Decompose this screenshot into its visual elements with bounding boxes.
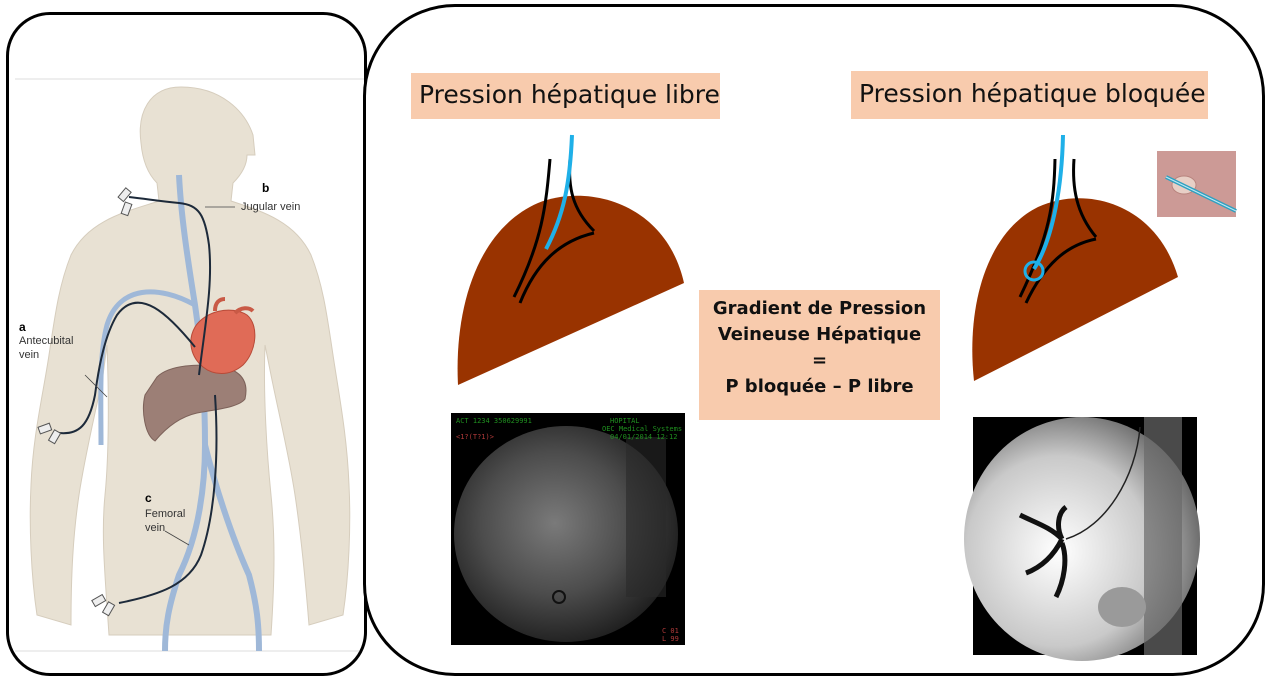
svg-text:L 99: L 99 [662,635,679,643]
balloon-catheter-photo [1157,151,1236,217]
gradient-line-4: P bloquée – P libre [699,374,940,400]
svg-text:C 01: C 01 [662,627,679,635]
jugular-vein-label: Jugular vein [241,201,300,213]
liver-wedged [972,198,1178,381]
label-a: a [19,320,26,334]
svg-text:ACT 1234 350629991: ACT 1234 350629991 [456,417,532,425]
label-b: b [262,181,269,195]
xray-wedged-image [964,417,1200,661]
svg-text:HOPITAL: HOPITAL [610,417,640,425]
anatomy-panel: b Jugular vein a Antecubital vein c Femo… [6,12,367,676]
gradient-line-3: = [699,348,940,374]
antecubital-vein-label-1: Antecubital [19,335,73,347]
gradient-line-2: Veineuse Hépatique [699,322,940,348]
femoral-vein-label-2: vein [145,522,165,534]
antecubital-vein-label-2: vein [19,349,39,361]
label-c: c [145,491,152,505]
svg-text:04/01/2014 12:12: 04/01/2014 12:12 [610,433,677,441]
liver-free [458,196,684,385]
gradient-box: Gradient de Pression Veineuse Hépatique … [699,290,940,420]
svg-text:OEC Medical Systems: OEC Medical Systems [602,425,682,433]
femoral-vein-label-1: Femoral [145,508,185,520]
pressure-panel: Pression hépatique libre Pression hépati… [363,4,1265,676]
gradient-line-1: Gradient de Pression [699,296,940,322]
svg-text:<1?(T?1)>: <1?(T?1)> [456,433,494,441]
xray-free-image: ACT 1234 350629991 <1?(T?1)> HOPITAL OEC… [451,413,685,645]
